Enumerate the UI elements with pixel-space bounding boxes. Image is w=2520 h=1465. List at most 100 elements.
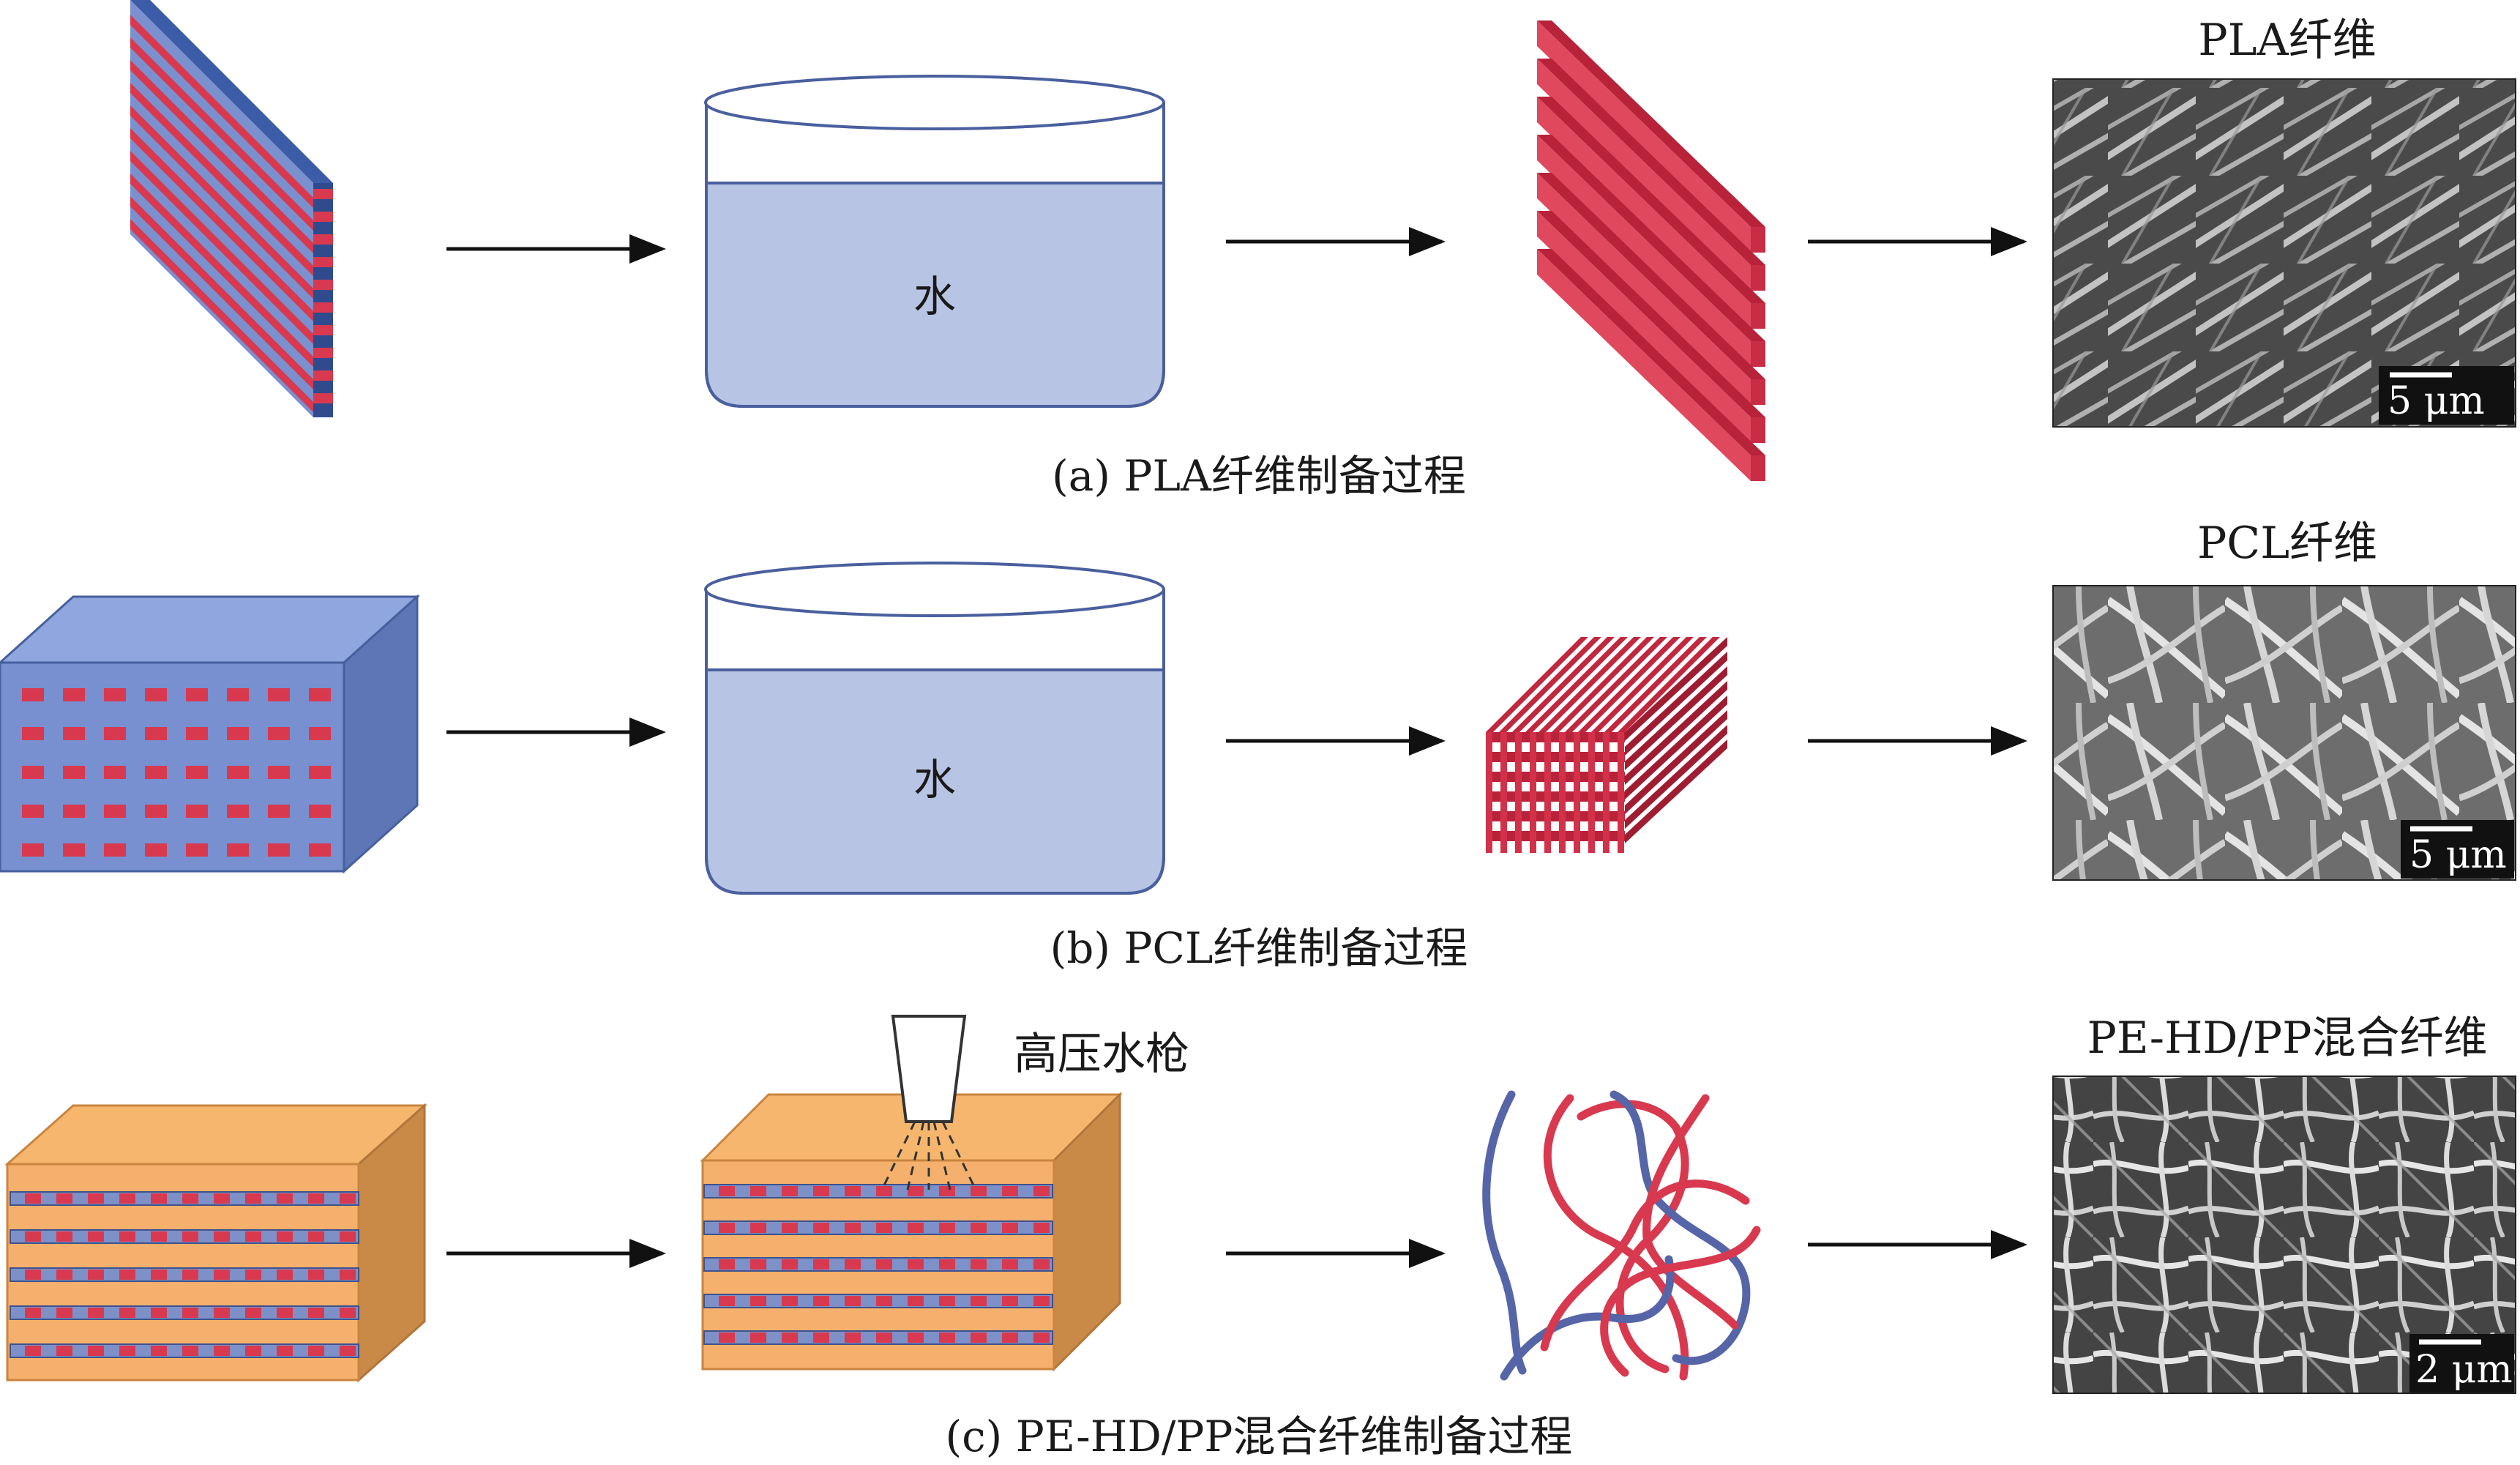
pcl-fiber-lattice (1486, 637, 1727, 853)
blend-fiber-block (277, 1193, 293, 1204)
blend-fiber-block (88, 1346, 104, 1356)
pla-layer-stripe (130, 83, 313, 276)
blend-fiber-block (308, 1308, 324, 1318)
blend-fiber-block (782, 1186, 798, 1196)
pla-layer-edge (313, 212, 333, 222)
blend-fiber-block (56, 1308, 72, 1318)
pla-layer-edge (313, 302, 333, 313)
blend-fiber-block (214, 1193, 230, 1204)
pcl-lattice-bar (1578, 637, 1680, 732)
pcl-lattice-bar (1512, 637, 1615, 732)
blend-fiber-block (971, 1223, 987, 1233)
pcl-lattice-bar (1625, 681, 1727, 785)
blend-fiber-block (908, 1332, 924, 1343)
blend-fiber-block (245, 1193, 261, 1204)
blend-fiber-block (750, 1296, 766, 1306)
pla-fiber (1537, 135, 1751, 367)
pcl-lattice-bar (1565, 637, 1667, 732)
pla-layer-stripe (130, 60, 313, 253)
blend-fiber-block (845, 1332, 861, 1343)
blend-fiber-block (719, 1186, 735, 1196)
pla-fiber (1537, 249, 1751, 481)
pla-layer-stripe (130, 105, 313, 299)
pcl-fiber-dot (227, 843, 249, 857)
pcl-lattice-post (1544, 732, 1551, 853)
pcl-lattice-post (1559, 732, 1566, 853)
blend-fiber-block (245, 1231, 261, 1242)
pla-fiber (1537, 59, 1751, 291)
blend-fiber-block (88, 1270, 104, 1280)
scale-label-b: 5 μm (2409, 833, 2507, 877)
pla-fiber-bundle (1537, 20, 1765, 481)
pcl-fiber-dot (63, 727, 85, 740)
pcl-lattice-post (1603, 732, 1609, 853)
blend-fiber-block (182, 1231, 198, 1242)
blend-fiber-block (719, 1332, 735, 1343)
blend-fiber-block (56, 1231, 72, 1242)
pcl-fiber-dot (104, 843, 126, 857)
blend-fiber-block (277, 1346, 293, 1356)
sem-image-a: 5 μm (2052, 78, 2516, 428)
blend-fiber-block (750, 1223, 766, 1233)
pla-layer-edge (313, 257, 333, 267)
blend-fiber-block (25, 1346, 41, 1356)
blend-fiber-block (1033, 1223, 1050, 1233)
blend-fiber-block (782, 1332, 798, 1343)
blend-fiber-block (719, 1259, 735, 1270)
blend-fiber-block (119, 1193, 135, 1204)
blend-fiber-block (340, 1270, 356, 1280)
blend-fiber-block (308, 1346, 324, 1356)
blend-fiber-block (277, 1270, 293, 1280)
blend-fiber-block (939, 1259, 955, 1270)
pcl-lattice-post (1486, 732, 1492, 853)
pla-layer-edge (313, 393, 333, 403)
blend-fiber-block (1033, 1186, 1050, 1196)
pcl-fiber-dot (145, 766, 167, 779)
pcl-lattice-bar (1604, 637, 1707, 732)
blend-fiber-block (340, 1231, 356, 1242)
pcl-lattice-post (1515, 732, 1522, 853)
blend-fiber-block (151, 1193, 167, 1204)
blend-fiber-block (119, 1231, 135, 1242)
blend-fiber-block (813, 1259, 829, 1270)
blend-fiber-block (25, 1308, 41, 1318)
blend-fiber-block (876, 1332, 892, 1343)
sem-image-b: 5 μm (2052, 585, 2516, 881)
blend-fiber-block (1002, 1332, 1018, 1343)
pcl-fiber-dot (268, 843, 290, 857)
pla-fiber-end (1751, 341, 1765, 367)
blend-fiber-block (56, 1346, 72, 1356)
blend-fiber-block (813, 1223, 829, 1233)
pcl-fiber-dot (22, 843, 44, 857)
blend-fiber-block (750, 1259, 766, 1270)
pcl-fiber-dot (104, 805, 126, 818)
scale-label-c: 2 μm (2415, 1348, 2513, 1392)
pcl-fiber-dot (227, 688, 249, 701)
blend-fiber-block (719, 1223, 735, 1233)
blend-fiber-block (782, 1223, 798, 1233)
pcl-lattice-bar (1625, 739, 1727, 843)
pla-layer-edge (313, 234, 333, 245)
blend-fiber-block (876, 1296, 892, 1306)
pcl-fiber-dot (145, 843, 167, 857)
pcl-fiber-dot (104, 727, 126, 740)
pla-layer-edge (313, 325, 333, 335)
water-tank-a: 水 (704, 75, 1165, 408)
pla-fiber-end (1751, 265, 1765, 291)
blend-fiber-block (88, 1231, 104, 1242)
pla-fiber-end (1751, 303, 1765, 329)
blend-fiber-block (119, 1308, 135, 1318)
pehd-pp-composite-block (4, 1103, 427, 1383)
blend-fiber-block (88, 1193, 104, 1204)
row-c: 高压水枪 PE-HD/PP混合纤维 2 μm (c) PE-HD/PP混合纤维制… (4, 1013, 2516, 1461)
blend-fiber-block (845, 1223, 861, 1233)
pcl-fiber-dot (104, 766, 126, 779)
pcl-fiber-dot (63, 843, 85, 857)
row-b: 水 PCL纤维 5 μm (b) PCL纤维制备过程 (0, 518, 2516, 973)
pla-fiber-end (1751, 417, 1765, 443)
pla-fiber-top (1537, 249, 1765, 455)
pcl-fiber-dot (227, 805, 249, 818)
pcl-fiber-dot (268, 688, 290, 701)
blend-fiber-block (151, 1270, 167, 1280)
tangled-blend-fibers (1482, 1090, 1761, 1381)
